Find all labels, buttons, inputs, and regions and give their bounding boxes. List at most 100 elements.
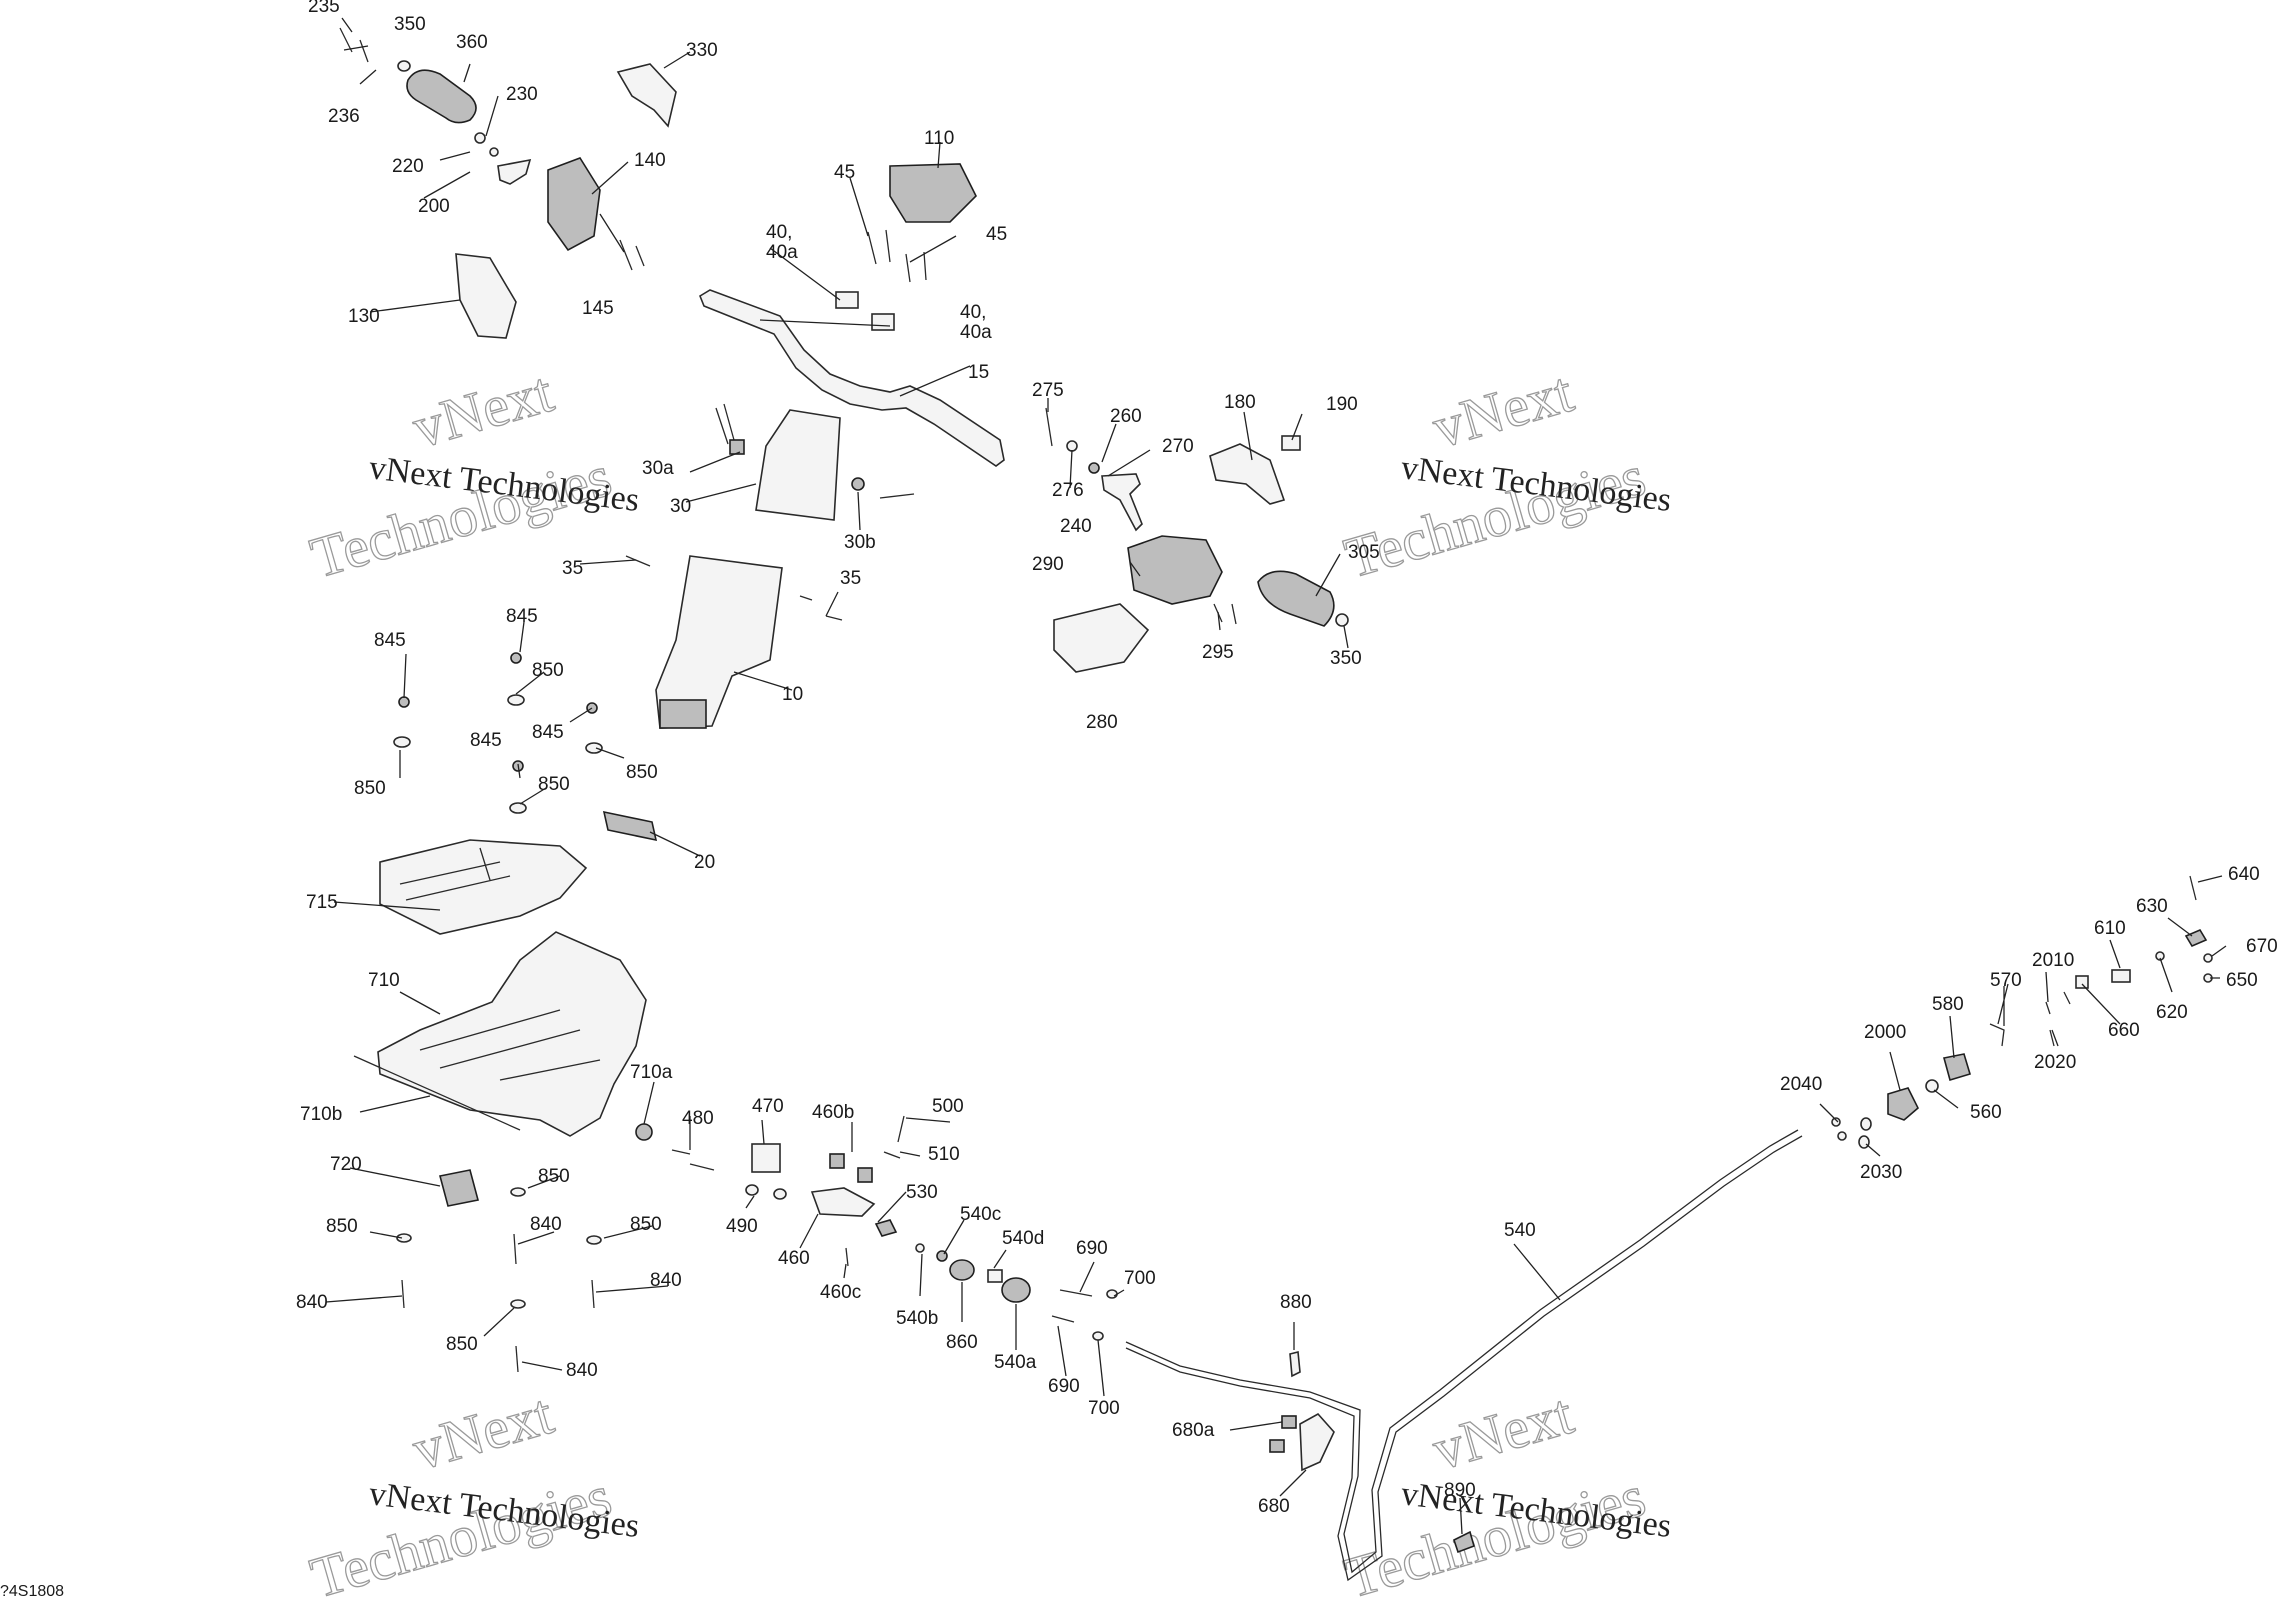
callout-540a: 540a — [994, 1352, 1037, 1373]
watermark-bottom-left: vNext Technologies vNext Technologies — [303, 1380, 641, 1598]
callout-630: 630 — [2136, 896, 2168, 917]
bracket-30a — [715, 403, 735, 445]
bolt-840-a — [513, 1233, 517, 1265]
screws-295 — [1213, 603, 1237, 625]
washer-560 — [1925, 1079, 1939, 1093]
callout-236: 236 — [328, 106, 360, 127]
callout-845-a: 845 — [374, 630, 406, 651]
washer-2030-b — [1858, 1135, 1870, 1149]
callout-240: 240 — [1060, 516, 1092, 537]
callout-40-a-line1: 40, — [766, 222, 792, 243]
bushing-540a — [1001, 1277, 1031, 1303]
callout-45-a: 45 — [834, 162, 855, 183]
grip-305 — [1257, 570, 1335, 627]
callout-2010: 2010 — [2032, 950, 2074, 971]
callout-460: 460 — [778, 1248, 810, 1269]
callout-845-b: 845 — [506, 606, 538, 627]
watermark-vnext: vNext — [406, 359, 560, 461]
pin-690-a — [1059, 1289, 1093, 1297]
washer-670 — [2203, 953, 2213, 963]
bolts-480 — [671, 1149, 715, 1171]
clip-570 — [1989, 1023, 2005, 1047]
callout-295: 295 — [1202, 642, 1234, 663]
callout-850-d: 850 — [538, 774, 570, 795]
housing-140 — [547, 157, 601, 252]
callout-510: 510 — [928, 1144, 960, 1165]
spacer-460b-b — [857, 1167, 873, 1183]
bracket-460 — [810, 1187, 876, 1217]
screws-35 — [625, 555, 843, 621]
clip-190 — [1281, 435, 1301, 451]
leader-paths — [325, 17, 2227, 1535]
callout-30: 30 — [670, 496, 691, 517]
nut-2040-a — [1831, 1117, 1841, 1127]
nut-660 — [2075, 975, 2089, 989]
callout-840-a: 840 — [530, 1214, 562, 1235]
bracket-330 — [616, 63, 677, 128]
watermark-top-left: vNext Technologies vNext Technologies — [303, 358, 641, 591]
callout-15: 15 — [968, 362, 989, 383]
callout-700-a: 700 — [1124, 1268, 1156, 1289]
washer-850-g — [586, 1235, 602, 1245]
bracket-680 — [1299, 1412, 1335, 1472]
screws-2010 — [2045, 991, 2071, 1015]
washer-350-right — [1335, 613, 1349, 627]
callout-880: 880 — [1280, 1292, 1312, 1313]
callout-690-a: 690 — [1076, 1238, 1108, 1259]
bushing-20 — [602, 810, 658, 842]
callout-620: 620 — [2156, 1002, 2188, 1023]
callout-180: 180 — [1224, 392, 1256, 413]
washer-850-c — [585, 742, 603, 754]
watermark-top-right: vNext Technologies vNext Technologies — [1337, 358, 1673, 591]
bracket-470 — [751, 1143, 781, 1173]
callout-260: 260 — [1110, 406, 1142, 427]
bolt-640 — [2189, 875, 2197, 901]
callout-540: 540 — [1504, 1220, 1536, 1241]
callout-2020: 2020 — [2034, 1052, 2076, 1073]
washer-230 — [489, 147, 499, 157]
bolt-500 — [897, 1115, 905, 1143]
nut-845-a — [398, 696, 410, 708]
callout-45-b: 45 — [986, 224, 1007, 245]
callout-460b: 460b — [812, 1102, 854, 1123]
callout-570: 570 — [1990, 970, 2022, 991]
callout-40-a-line2: 40a — [766, 242, 798, 263]
clip-890 — [1453, 1530, 1475, 1554]
cable-540-sheath — [1125, 1135, 1803, 1582]
callout-845-d: 845 — [470, 730, 502, 751]
callout-840-d: 840 — [566, 1360, 598, 1381]
callout-230: 230 — [506, 84, 538, 105]
callout-460c: 460c — [820, 1282, 861, 1303]
nut-710a — [635, 1123, 653, 1141]
callout-640: 640 — [2228, 864, 2260, 885]
watermark-vnext: vNext — [406, 1381, 560, 1483]
bolt-840-d — [515, 1345, 519, 1373]
washer-850-b — [507, 694, 525, 706]
callout-680a: 680a — [1172, 1420, 1215, 1441]
cover-280 — [1053, 603, 1150, 673]
callout-850-i: 850 — [446, 1334, 478, 1355]
callout-235: 235 — [308, 0, 340, 17]
washer-700-b — [1092, 1331, 1104, 1341]
callout-710b: 710b — [300, 1104, 342, 1125]
callout-330: 330 — [686, 40, 718, 61]
nut-30b — [851, 477, 865, 491]
cover-130 — [455, 253, 517, 339]
callout-35-b: 35 — [840, 568, 861, 589]
callout-840-b: 840 — [650, 1270, 682, 1291]
screws-45 — [867, 229, 927, 283]
callout-890: 890 — [1444, 1480, 1476, 1501]
callout-840-c: 840 — [296, 1292, 328, 1313]
callout-2030: 2030 — [1860, 1162, 1902, 1183]
washer-620 — [2155, 951, 2165, 961]
spacer-540d — [987, 1269, 1003, 1283]
washer-850-h — [510, 1299, 526, 1309]
callout-2040: 2040 — [1780, 1074, 1822, 1095]
bushing-580 — [1943, 1053, 1971, 1082]
callout-270: 270 — [1162, 436, 1194, 457]
lever-200 — [497, 158, 532, 185]
callout-650: 650 — [2226, 970, 2258, 991]
callout-145: 145 — [582, 298, 614, 319]
callout-850-c: 850 — [626, 762, 658, 783]
